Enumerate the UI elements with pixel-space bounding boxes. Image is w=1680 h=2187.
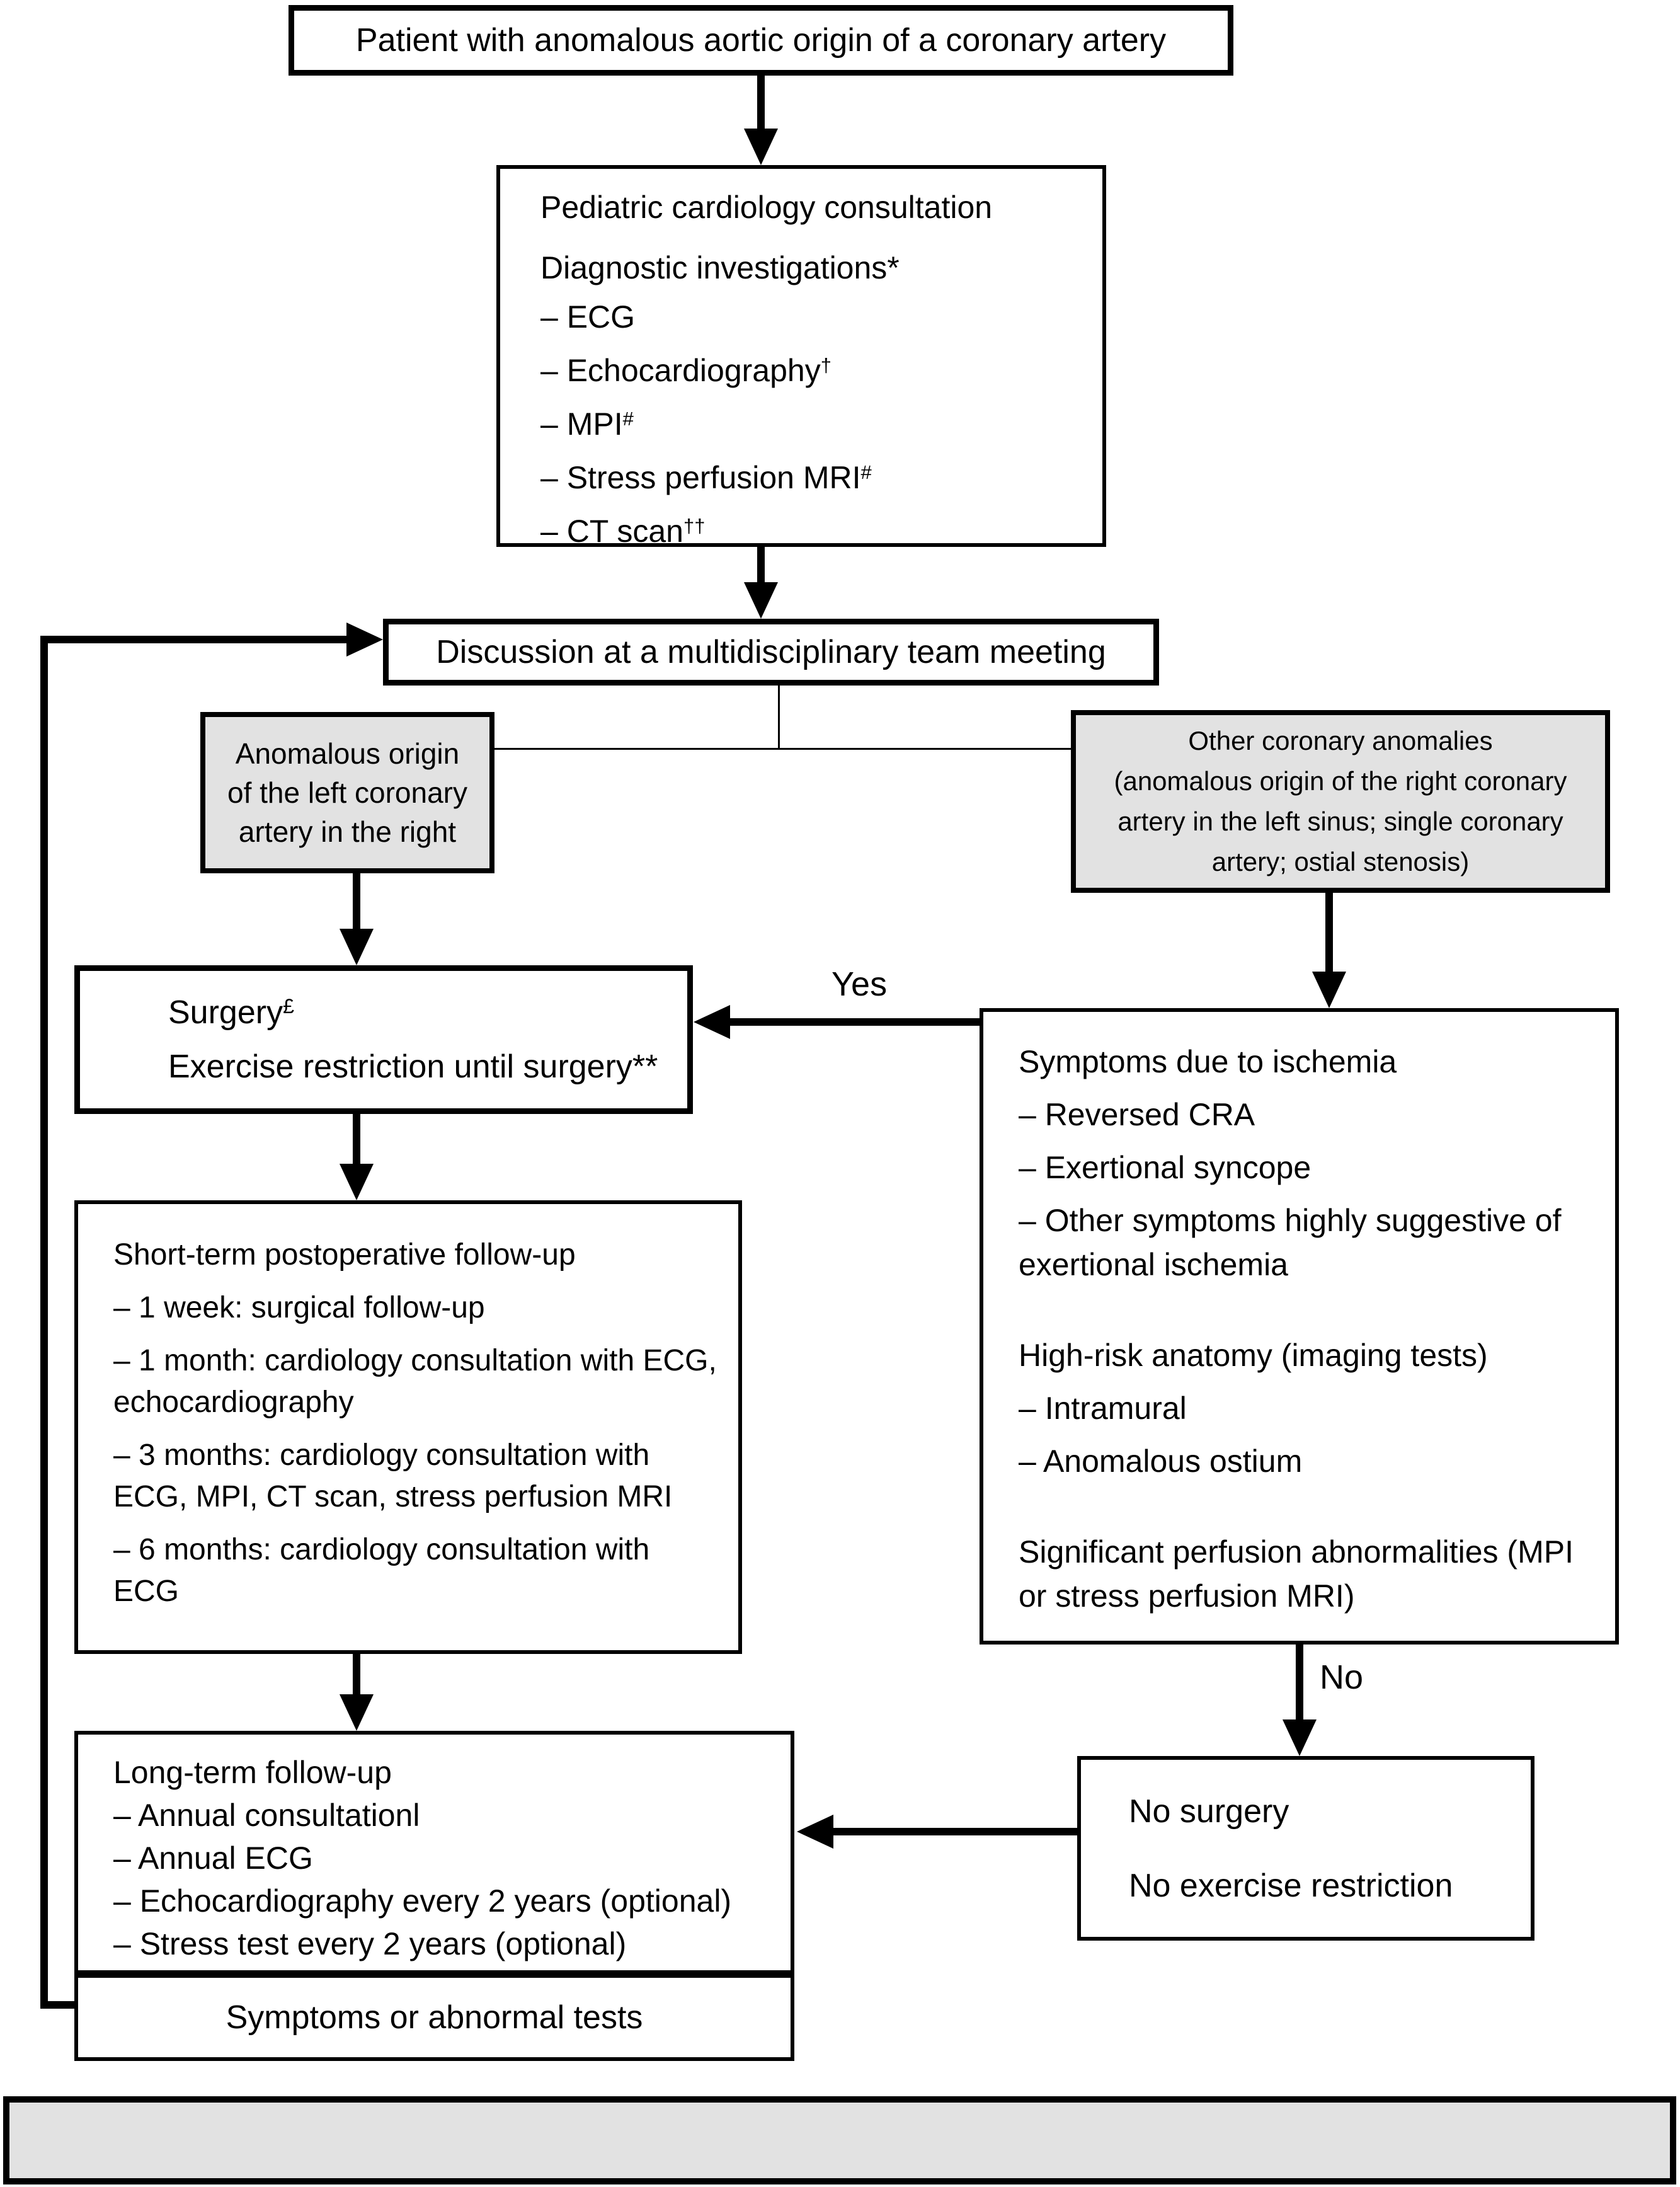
pediatric-subtitle: Diagnostic investigations* bbox=[540, 250, 900, 285]
arrowhead-down-icon bbox=[340, 1694, 374, 1731]
connector-line bbox=[353, 1114, 360, 1165]
node-short-term-followup: Short-term postoperative follow-up – 1 w… bbox=[74, 1200, 742, 1654]
short-term-item: – 6 months: cardiology consultation with… bbox=[113, 1533, 650, 1608]
connector-line-thin bbox=[494, 748, 1071, 750]
node-other-coronary-anomalies: Other coronary anomalies (anomalous orig… bbox=[1071, 710, 1610, 893]
perfusion-note: Significant perfusion abnormalities (MPI… bbox=[1019, 1534, 1574, 1614]
connector-line bbox=[40, 636, 346, 643]
highrisk-item: – Intramural bbox=[1019, 1391, 1187, 1426]
short-term-title: Short-term postoperative follow-up bbox=[113, 1238, 576, 1271]
connector-line bbox=[1296, 1645, 1303, 1721]
pediatric-item: – CT scan†† bbox=[540, 514, 706, 549]
no-surgery-line2: No exercise restriction bbox=[1129, 1867, 1453, 1904]
connector-line bbox=[353, 873, 360, 930]
long-term-title: Long-term follow-up bbox=[113, 1755, 392, 1790]
pediatric-item: – ECG bbox=[540, 299, 636, 335]
symptoms-item: – Other symptoms highly suggestive of ex… bbox=[1019, 1203, 1562, 1282]
symptoms-item: – Exertional syncope bbox=[1019, 1150, 1311, 1185]
label-yes: Yes bbox=[831, 965, 888, 1003]
arrowhead-down-icon bbox=[744, 582, 778, 619]
surgery-line1: Surgery£ bbox=[168, 994, 295, 1031]
connector-line bbox=[1325, 893, 1333, 973]
symptoms-title: Symptoms due to ischemia bbox=[1019, 1044, 1397, 1079]
short-term-item: – 3 months: cardiology consultation with… bbox=[113, 1438, 673, 1513]
label-no: No bbox=[1320, 1658, 1364, 1696]
caption-bar bbox=[3, 2096, 1676, 2184]
arrowhead-right-icon bbox=[346, 623, 383, 657]
arrowhead-down-icon bbox=[340, 929, 374, 965]
long-term-item: – Stress test every 2 years (optional) bbox=[113, 1926, 627, 1961]
long-term-item: – Annual ECG bbox=[113, 1840, 313, 1876]
arrowhead-down-icon bbox=[744, 129, 778, 165]
connector-line bbox=[40, 636, 48, 2009]
long-term-item: – Echocardiography every 2 years (option… bbox=[113, 1883, 732, 1919]
arrowhead-down-icon bbox=[340, 1164, 374, 1200]
arrowhead-left-icon bbox=[694, 1005, 730, 1039]
highrisk-item: – Anomalous ostium bbox=[1019, 1444, 1303, 1479]
node-surgery: Surgery£ Exercise restriction until surg… bbox=[74, 965, 693, 1114]
connector-line bbox=[757, 547, 765, 583]
node-long-term-followup: Long-term follow-up – Annual consultatio… bbox=[74, 1731, 794, 1974]
pediatric-item: – MPI# bbox=[540, 406, 634, 442]
connector-line bbox=[353, 1654, 360, 1696]
node-no-surgery: No surgery No exercise restriction bbox=[1077, 1756, 1534, 1941]
node-anomalous-left-origin: Anomalous origin of the left coronary ar… bbox=[200, 712, 494, 873]
symptoms-abnormal-label: Symptoms or abnormal tests bbox=[226, 1999, 643, 2036]
mdt-discussion-label: Discussion at a multidisciplinary team m… bbox=[436, 634, 1106, 670]
no-surgery-line1: No surgery bbox=[1129, 1793, 1289, 1830]
node-patient-label: Patient with anomalous aortic origin of … bbox=[355, 22, 1167, 59]
node-ischemia-criteria: Symptoms due to ischemia – Reversed CRA … bbox=[980, 1008, 1619, 1645]
node-pediatric-consultation: Pediatric cardiology consultation Diagno… bbox=[496, 165, 1106, 549]
arrowhead-left-icon bbox=[797, 1815, 833, 1849]
node-symptoms-abnormal-tests: Symptoms or abnormal tests bbox=[74, 1974, 794, 2061]
long-term-item: – Annual consultationl bbox=[113, 1798, 420, 1833]
surgery-line2: Exercise restriction until surgery** bbox=[168, 1048, 658, 1085]
pediatric-item: – Echocardiography† bbox=[540, 353, 831, 388]
arrowhead-down-icon bbox=[1312, 972, 1346, 1008]
highrisk-title: High-risk anatomy (imaging tests) bbox=[1019, 1338, 1488, 1373]
node-patient: Patient with anomalous aortic origin of … bbox=[289, 5, 1233, 76]
symptoms-item: – Reversed CRA bbox=[1019, 1097, 1255, 1132]
connector-line bbox=[757, 76, 765, 130]
pediatric-title: Pediatric cardiology consultation bbox=[540, 190, 993, 225]
pediatric-item: – Stress perfusion MRI# bbox=[540, 460, 872, 495]
connector-line bbox=[833, 1828, 1077, 1835]
connector-line-thin bbox=[778, 686, 780, 749]
node-mdt-discussion: Discussion at a multidisciplinary team m… bbox=[383, 619, 1159, 686]
connector-line bbox=[40, 2001, 74, 2009]
connector-line bbox=[730, 1018, 980, 1026]
short-term-item: – 1 week: surgical follow-up bbox=[113, 1291, 485, 1324]
short-term-item: – 1 month: cardiology consultation with … bbox=[113, 1344, 717, 1419]
arrowhead-down-icon bbox=[1283, 1719, 1317, 1756]
